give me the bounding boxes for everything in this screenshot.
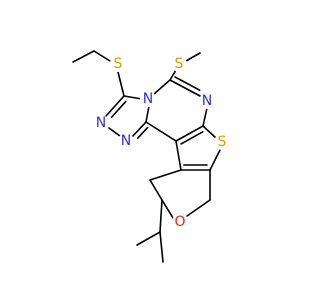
bond-ch-ch2 [149, 179, 163, 201]
bond-c-s-methylthio [169, 69, 177, 81]
svg-text:S: S [175, 56, 184, 72]
bond-c-c-thiophene-fused [175, 140, 182, 171]
structure-canvas: S S S N N N N [72, 50, 230, 263]
bond-ch-isopropyl [159, 199, 163, 233]
atom-n-triazole-2: N [118, 133, 134, 149]
atom-n-pyrimidine: N [199, 93, 215, 109]
bond-c-c-ring-junction [175, 125, 204, 142]
bond-c-c-pyrimidine-fused [145, 121, 177, 142]
bond-n-c-fused-double [136, 126, 149, 140]
bond-n-c-methylthio [153, 79, 171, 95]
bond-c-n-bridge [123, 95, 143, 100]
atom-s-methylthio: S [171, 56, 187, 72]
bond-s-c-thiophene [209, 149, 221, 171]
molecule-diagram: S S S N N N N [72, 50, 230, 263]
bond-ch2-c-fused [149, 169, 182, 181]
bond-isopropyl-ch3-b [159, 231, 164, 263]
svg-text:N: N [202, 93, 212, 109]
bond-n-n-triazole [108, 127, 121, 137]
svg-text:N: N [96, 115, 106, 131]
bond-ethyl-ch2-s [93, 50, 111, 62]
atom-s-ethylthio: S [110, 56, 126, 72]
atom-n-triazole-1: N [93, 115, 109, 131]
bond-layer [72, 50, 221, 263]
bond-c-n-pyrimidine [169, 79, 201, 97]
bond-c-c-ring-junction-double [180, 131, 204, 145]
atom-n-bridge: N [140, 91, 156, 107]
atom-s-thiophene: S [214, 134, 230, 150]
bond-c-s-thiophene [202, 125, 217, 139]
svg-text:S: S [218, 134, 227, 150]
bond-n-c-thiophene [202, 107, 208, 127]
bond-o-ch [161, 199, 174, 219]
bond-n-c-fused [131, 121, 147, 138]
bond-c-n-triazole [105, 95, 125, 117]
svg-text:N: N [121, 133, 131, 149]
bond-c-n-bridge-fused [145, 105, 150, 123]
svg-text:N: N [143, 91, 153, 107]
svg-text:S: S [114, 56, 123, 72]
bond-ethyl-ch3-ch2 [72, 50, 95, 63]
bond-isopropyl-ch3-a [136, 231, 161, 246]
atom-o-pyran: O [172, 214, 188, 230]
svg-text:O: O [174, 214, 185, 230]
bond-s-c-triazole [117, 71, 125, 97]
bond-s-ch3 [185, 52, 201, 62]
bond-ch2-o [186, 199, 211, 217]
atom-layer: S S S N N N N [93, 56, 230, 230]
bond-c-n-triazole-double [110, 100, 127, 118]
bond-c-n-pyrimidine-double [174, 76, 201, 91]
